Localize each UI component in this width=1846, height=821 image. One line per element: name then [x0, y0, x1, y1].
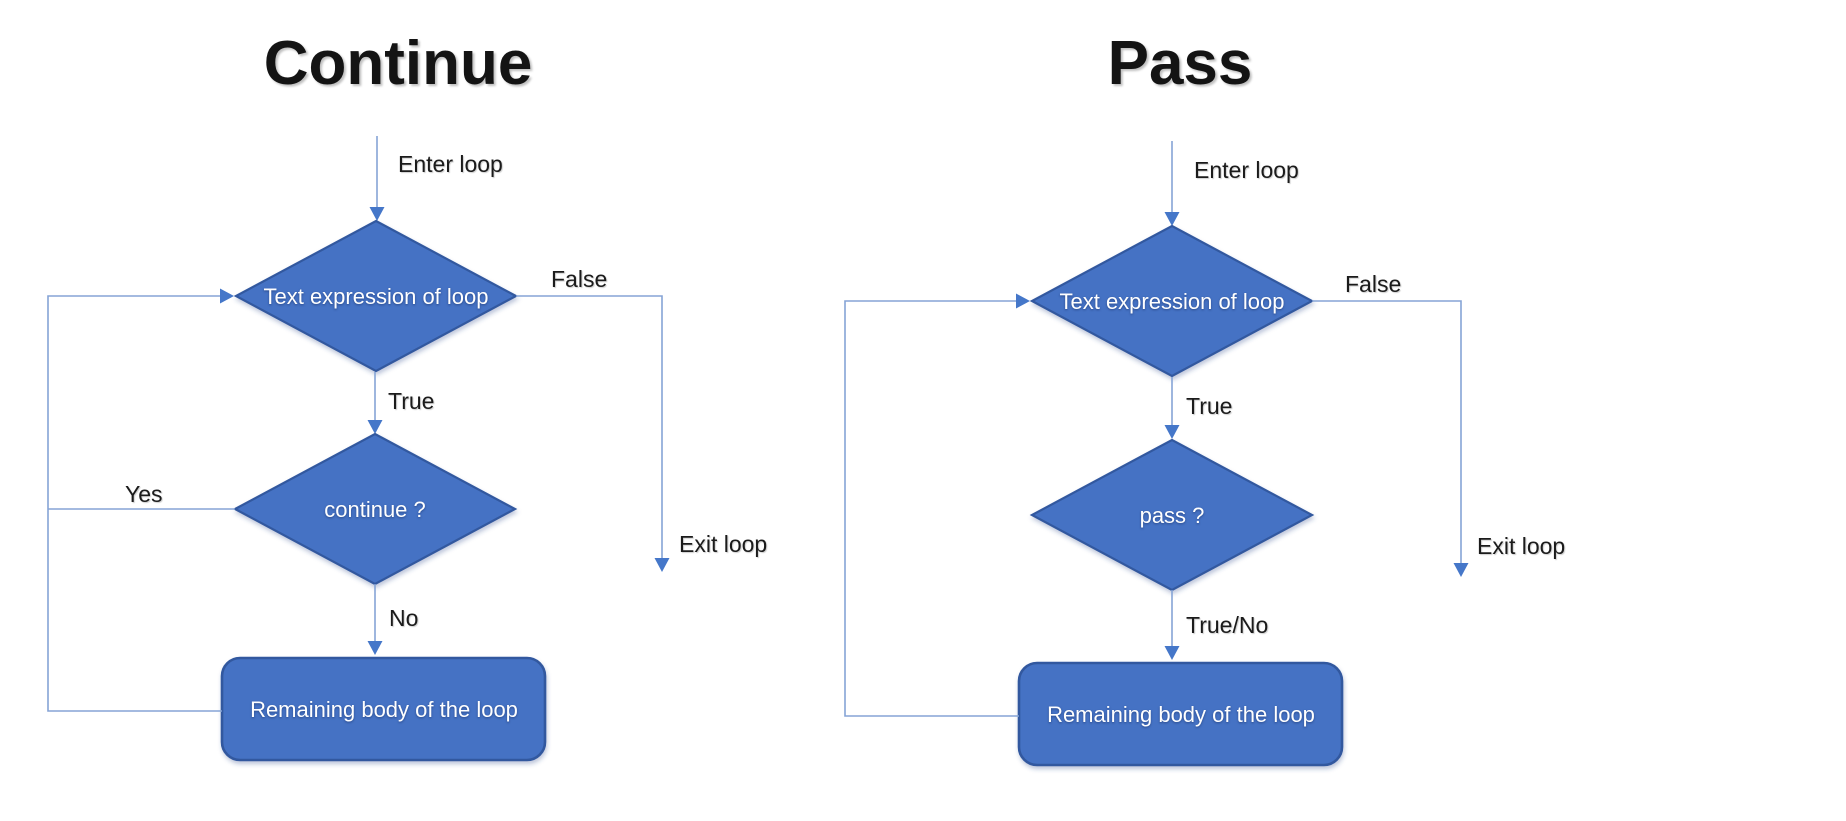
arrowhead-down	[654, 558, 670, 572]
flowchart-pass: Pass Enter loop Text expression of loop …	[844, 29, 1565, 767]
decision-label: pass ?	[1140, 503, 1205, 528]
loop-body-box	[220, 656, 547, 762]
arrowhead-down	[1164, 425, 1180, 439]
no-label: No	[389, 605, 418, 631]
arrowhead-down	[369, 207, 385, 221]
false-branch-line	[1312, 300, 1462, 563]
condition-label: Text expression of loop	[263, 284, 488, 309]
arrowhead-down	[367, 420, 383, 434]
true-label: True	[388, 388, 434, 414]
condition-diamond	[1029, 224, 1315, 378]
arrowhead-right	[1016, 293, 1030, 309]
flowchart-continue: Continue Enter loop Text expression of l…	[47, 29, 767, 762]
loop-body-label: Remaining body of the loop	[1047, 702, 1315, 727]
arrowhead-down	[1164, 212, 1180, 226]
arrowhead-down	[367, 641, 383, 655]
yes-label: Yes	[125, 481, 163, 507]
loopback-line	[47, 295, 222, 712]
condition-label: Text expression of loop	[1059, 289, 1284, 314]
false-branch-line	[516, 295, 663, 558]
false-label: False	[551, 266, 607, 292]
false-label: False	[1345, 271, 1401, 297]
chart-title: Pass	[1108, 29, 1253, 98]
loop-body-label: Remaining body of the loop	[250, 697, 518, 722]
exit-loop-label: Exit loop	[1477, 533, 1565, 559]
enter-loop-label: Enter loop	[1194, 157, 1299, 183]
loop-body-box	[1017, 661, 1344, 767]
chart-title: Continue	[264, 29, 533, 98]
arrowhead-right	[220, 288, 234, 304]
true-label: True	[1186, 393, 1232, 419]
exit-loop-label: Exit loop	[679, 531, 767, 557]
enter-loop-label: Enter loop	[398, 151, 503, 177]
condition-diamond	[233, 219, 519, 373]
decision-label: continue ?	[324, 497, 426, 522]
arrowhead-down	[1164, 646, 1180, 660]
no-label: True/No	[1186, 612, 1268, 638]
loopback-line	[844, 300, 1019, 717]
arrowhead-down	[1453, 563, 1469, 577]
